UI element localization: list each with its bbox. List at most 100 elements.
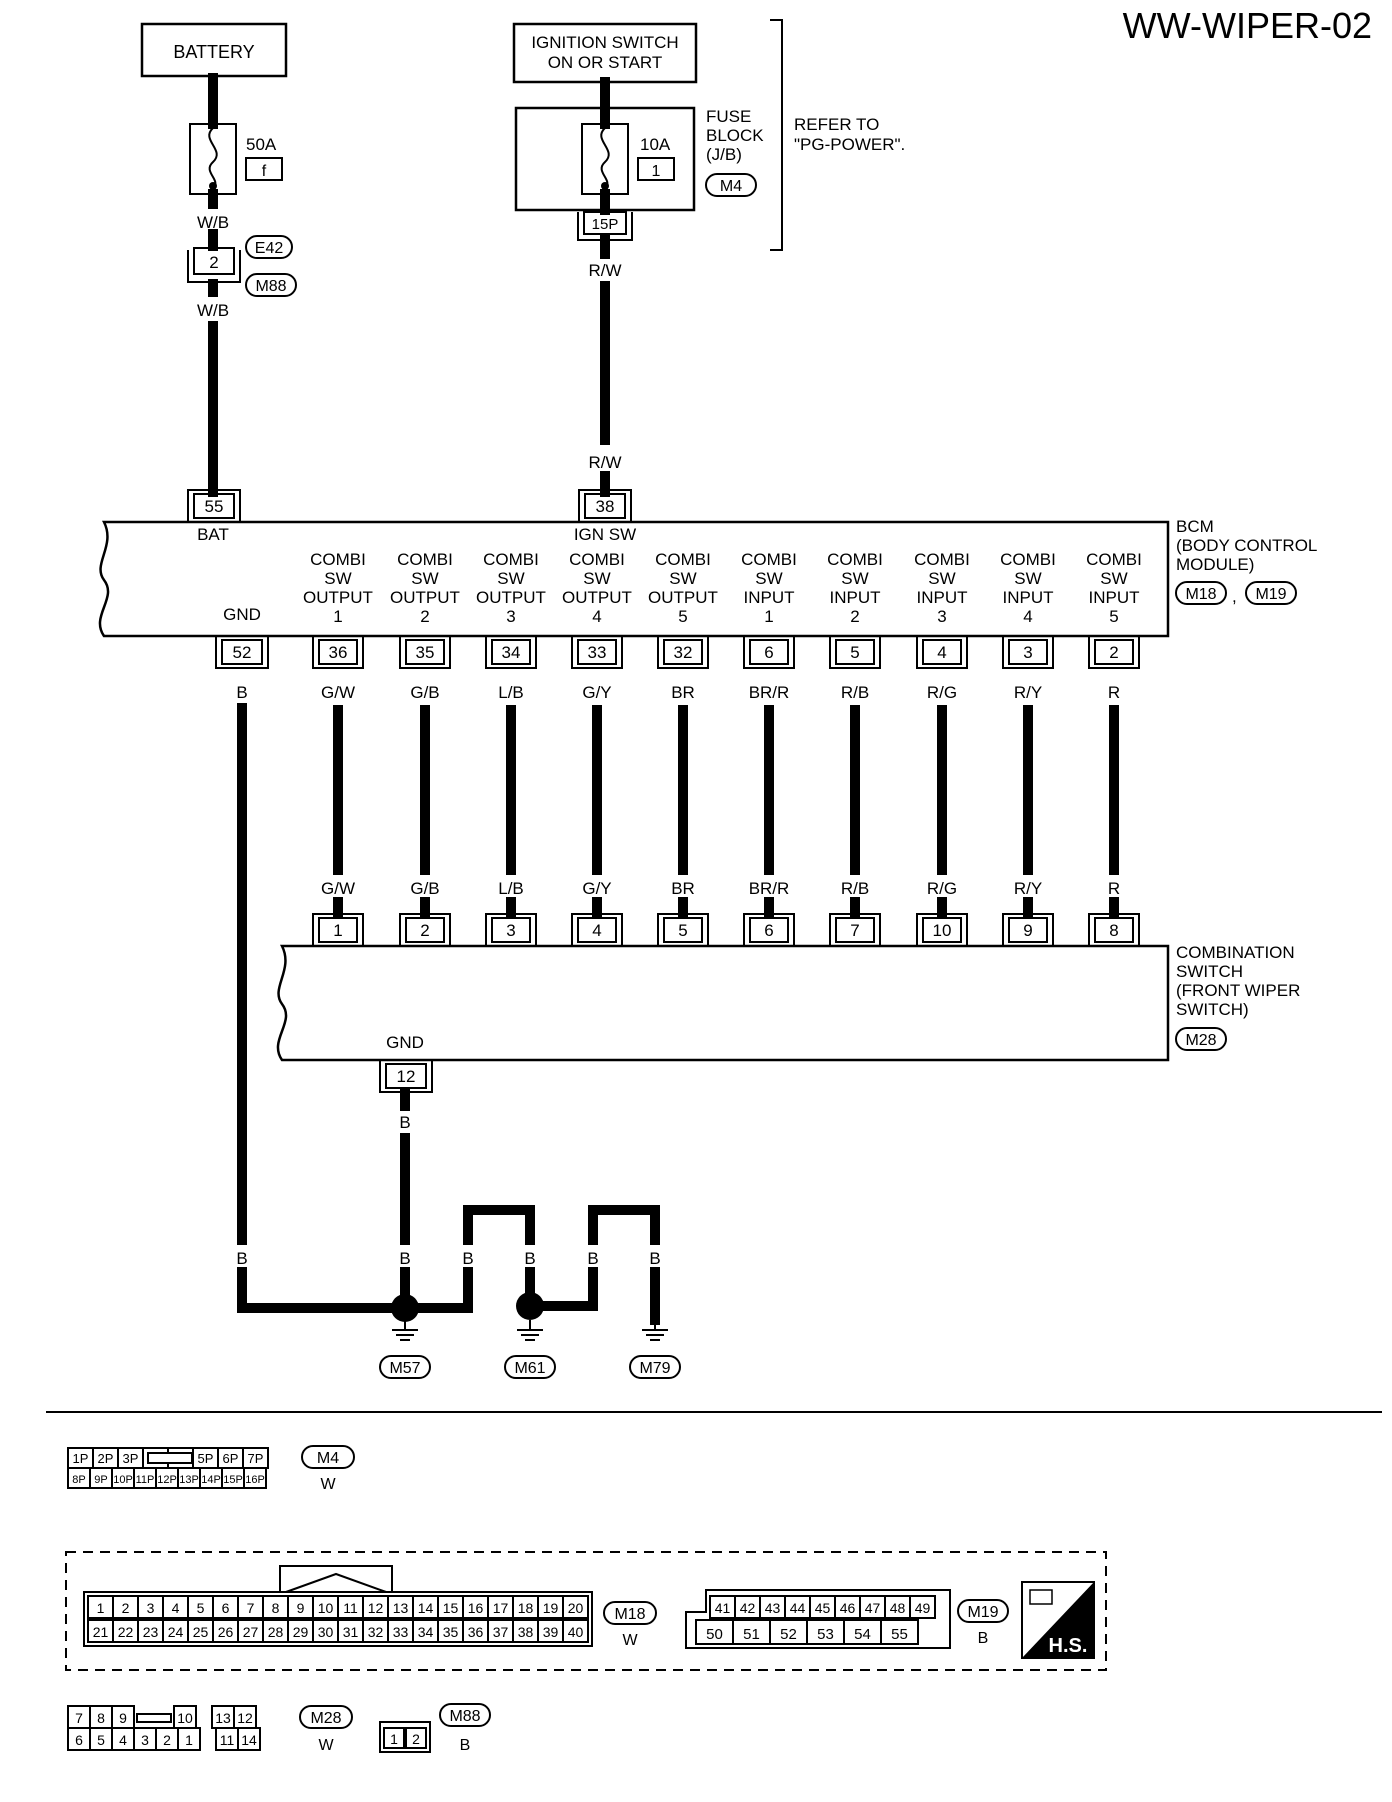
- gnd-wire-label-3: B: [462, 1249, 473, 1268]
- bcm-pin-number: 36: [329, 643, 348, 662]
- m18-cavity-number: 21: [93, 1624, 109, 1640]
- m4-cavity-number: 12P: [157, 1474, 177, 1486]
- bcm-pin-55: [193, 493, 235, 519]
- m18-cavity-number: 15: [443, 1600, 459, 1616]
- connector-face-views: 1P2P3P4P5P6P7P8P9P10P11P12P13P14P15P16PM…: [67, 1445, 1009, 1754]
- m19-cavity-number: 43: [765, 1600, 781, 1616]
- bcm-pin: [749, 639, 789, 665]
- m18-latch: [279, 1565, 393, 1592]
- m18-cavity-number: 28: [268, 1624, 284, 1640]
- m18-cavity-number: 12: [368, 1600, 384, 1616]
- bcm-pin-frame: [571, 636, 623, 669]
- battery-label: BATTERY: [173, 42, 254, 62]
- fuse-block-id-box: [637, 157, 675, 181]
- fuse-block-connector: M4: [720, 178, 742, 195]
- m28-cavity-number: 5: [97, 1732, 105, 1748]
- m18-cavity-number: 3: [147, 1600, 155, 1616]
- gnd-wire-label-1: B: [236, 1249, 247, 1268]
- bcm-pin-frame: [916, 636, 968, 669]
- bcm-pin-number: 2: [1109, 643, 1118, 662]
- m18-cavity-number: 29: [293, 1624, 309, 1640]
- bcm-circuit-label: 4: [1023, 607, 1032, 626]
- bcm-circuit-label: SW: [1100, 569, 1127, 588]
- bcm-circuit-label: SW: [1014, 569, 1041, 588]
- combination-switch-box: [276, 944, 1170, 1062]
- m28-cavity-number: 2: [163, 1732, 171, 1748]
- joint-connector-top: E42: [255, 240, 284, 257]
- m19-cavity-number: 42: [740, 1600, 756, 1616]
- bcm-circuit-label: COMBI: [741, 550, 797, 569]
- ignition-label-2: ON OR START: [548, 53, 663, 72]
- m19-cavity-number: 51: [743, 1626, 760, 1643]
- bcm-pin: [1094, 639, 1134, 665]
- hs-label: H.S.: [1049, 1635, 1088, 1657]
- bcm-circuit-label: SW: [755, 569, 782, 588]
- bcm-circuit-label: OUTPUT: [390, 588, 460, 607]
- bcm-circuit-label: INPUT: [917, 588, 968, 607]
- m18-cavity-number: 37: [493, 1624, 509, 1640]
- wire-color-bottom: G/Y: [582, 879, 611, 898]
- conn-tag-m19: [1245, 581, 1297, 605]
- m18-cavity-number: 5: [197, 1600, 205, 1616]
- combi-pin-number: 6: [764, 921, 773, 940]
- bcm-pin-number: 3: [1023, 643, 1032, 662]
- combi-pin-number: 4: [592, 921, 601, 940]
- bcm-circuit-label: 3: [937, 607, 946, 626]
- conn-m88-color: B: [460, 1737, 471, 1754]
- m19-cavity-number: 44: [790, 1600, 806, 1616]
- m88-cavity-number: 1: [390, 1731, 398, 1747]
- m18-housing: [83, 1591, 593, 1647]
- conn-m28-id: M28: [310, 1710, 341, 1727]
- m88-cavity: [405, 1727, 427, 1749]
- combi-pin-frame: [657, 913, 709, 946]
- m19-cavity-number: 53: [817, 1626, 834, 1643]
- combi-pin: [1094, 917, 1134, 943]
- joint-connector-bottom: M88: [255, 278, 286, 295]
- wire-color-top: G/B: [410, 683, 439, 702]
- bcm-circuit-label: 1: [333, 607, 342, 626]
- bcm-pin-frame: [657, 636, 709, 669]
- m4-cavity-number: 16P: [245, 1474, 265, 1486]
- wire-color-bottom: G/B: [410, 879, 439, 898]
- m18-cavity-number: 27: [243, 1624, 259, 1640]
- conn-m19-id: M19: [967, 1604, 998, 1621]
- m18-cavity-number: 22: [118, 1624, 134, 1640]
- joint-terminal: 2: [209, 253, 218, 272]
- m18-cavity-number: 26: [218, 1624, 234, 1640]
- m4-cavity-number: 1P: [73, 1451, 89, 1466]
- m88-cavity-number: 2: [412, 1731, 420, 1747]
- m19-cavity-number: 45: [815, 1600, 831, 1616]
- ignition-label-1: IGNITION SWITCH: [531, 33, 678, 52]
- m4-cavity-number: 2P: [98, 1451, 114, 1466]
- bcm-circuit-label: SW: [497, 569, 524, 588]
- bcm-circuit-label: SW: [324, 569, 351, 588]
- m18-cavity-number: 1: [97, 1600, 105, 1616]
- fuse-block-amp: 10A: [640, 135, 671, 154]
- m19-cavity-number: 47: [865, 1600, 881, 1616]
- conn-m88-tag: [439, 1703, 491, 1727]
- wire-color-bottom: G/W: [321, 879, 355, 898]
- m18-cavity: [562, 1595, 589, 1619]
- bcm-bat-pin: 55: [205, 497, 224, 516]
- wire-color-top: G/Y: [582, 683, 611, 702]
- combi-gnd-label: GND: [386, 1033, 424, 1052]
- bcm-pin-frame: [743, 636, 795, 669]
- m18-cavity-number: 25: [193, 1624, 209, 1640]
- conn-m4-color: W: [320, 1476, 336, 1493]
- conn-tag-e42: [245, 235, 293, 259]
- bcm-circuit-label: 4: [592, 607, 601, 626]
- bcm-circuit-label: COMBI: [397, 550, 453, 569]
- m19-cavity-number: 48: [890, 1600, 906, 1616]
- bcm-circuit-label: SW: [928, 569, 955, 588]
- conn-tag-m88: [245, 273, 297, 297]
- m4-cavity-number: 5P: [198, 1451, 214, 1466]
- bcm-pin-frame: [485, 636, 537, 669]
- m19-cavity: [880, 1619, 919, 1645]
- m18-cavity-number: 6: [222, 1600, 230, 1616]
- bcm-circuit-label: INPUT: [830, 588, 881, 607]
- m18-cavity-number: 38: [518, 1624, 534, 1640]
- m28-cavity-number: 11: [220, 1732, 235, 1748]
- wire-color-top: BR/R: [749, 683, 790, 702]
- bcm-pin-frame: [1088, 636, 1140, 669]
